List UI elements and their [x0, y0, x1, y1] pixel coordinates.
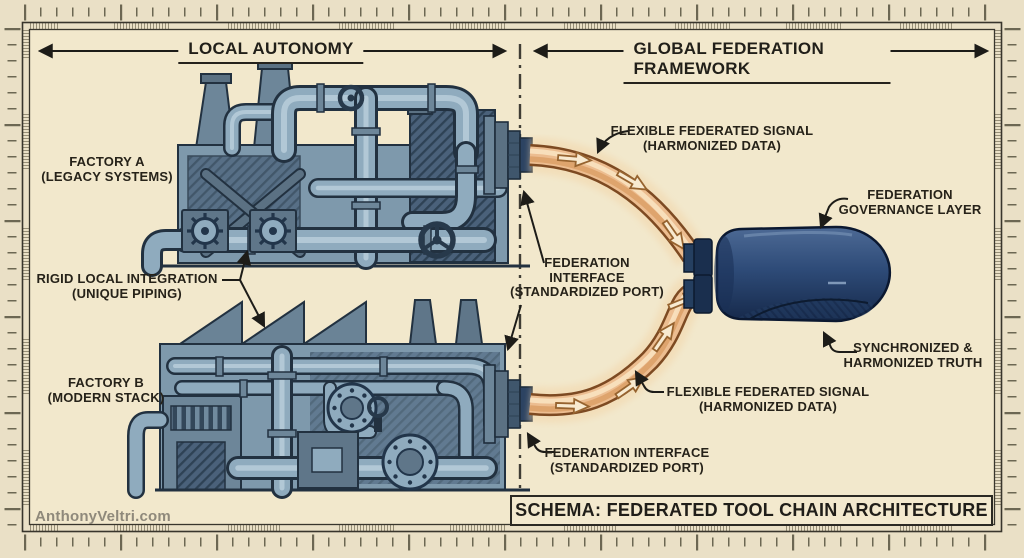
leader-interface-bottom — [526, 432, 554, 453]
label-rigid-integration: RIGID LOCAL INTEGRATION (UNIQUE PIPING) — [36, 271, 218, 301]
label-signal-top: FLEXIBLE FEDERATED SIGNAL (HARMONIZED DA… — [610, 123, 814, 153]
signal-tube-bottom — [528, 275, 704, 424]
leader-governance — [818, 197, 849, 230]
leader-signal-bottom — [634, 370, 664, 393]
label-governance-layer: FEDERATION GOVERNANCE LAYER — [838, 187, 982, 217]
watermark: AnthonyVeltri.com — [35, 508, 171, 525]
leader-interface-mid-down — [504, 304, 522, 352]
title-block: SCHEMA: FEDERATED TOOL CHAIN ARCHITECTUR… — [510, 495, 993, 526]
gearbox-icon — [181, 209, 297, 253]
label-factory-b: FACTORY B (MODERN STACK) — [47, 375, 165, 405]
label-federation-interface-bottom: FEDERATION INTERFACE (STANDARDIZED PORT) — [544, 445, 710, 475]
label-federation-interface-mid: FEDERATION INTERFACE (STANDARDIZED PORT) — [510, 255, 664, 300]
label-synchronized-truth: SYNCHRONIZED & HARMONIZED TRUTH — [843, 340, 983, 370]
label-factory-a: FACTORY A (LEGACY SYSTEMS) — [41, 154, 173, 184]
governance-capsule — [683, 225, 892, 323]
leader-arrows — [222, 130, 857, 453]
signal-tube-top — [528, 137, 707, 267]
leader-truth — [822, 330, 857, 353]
title-block-text: SCHEMA: FEDERATED TOOL CHAIN ARCHITECTUR… — [515, 500, 988, 520]
valve-wheel-icon — [337, 84, 456, 259]
flange-disc-icon — [326, 382, 439, 491]
leader-interface-mid-up — [520, 189, 545, 264]
factory-a-illustration — [141, 59, 530, 277]
header-local-autonomy: LOCAL AUTONOMY — [178, 39, 364, 64]
leader-signal-top — [596, 130, 629, 155]
header-global-federation: GLOBAL FEDERATION FRAMEWORK — [623, 39, 891, 84]
label-signal-bottom: FLEXIBLE FEDERATED SIGNAL (HARMONIZED DA… — [666, 384, 870, 414]
header-local-autonomy-text: LOCAL AUTONOMY — [178, 39, 364, 64]
header-global-federation-text: GLOBAL FEDERATION FRAMEWORK — [623, 39, 891, 84]
